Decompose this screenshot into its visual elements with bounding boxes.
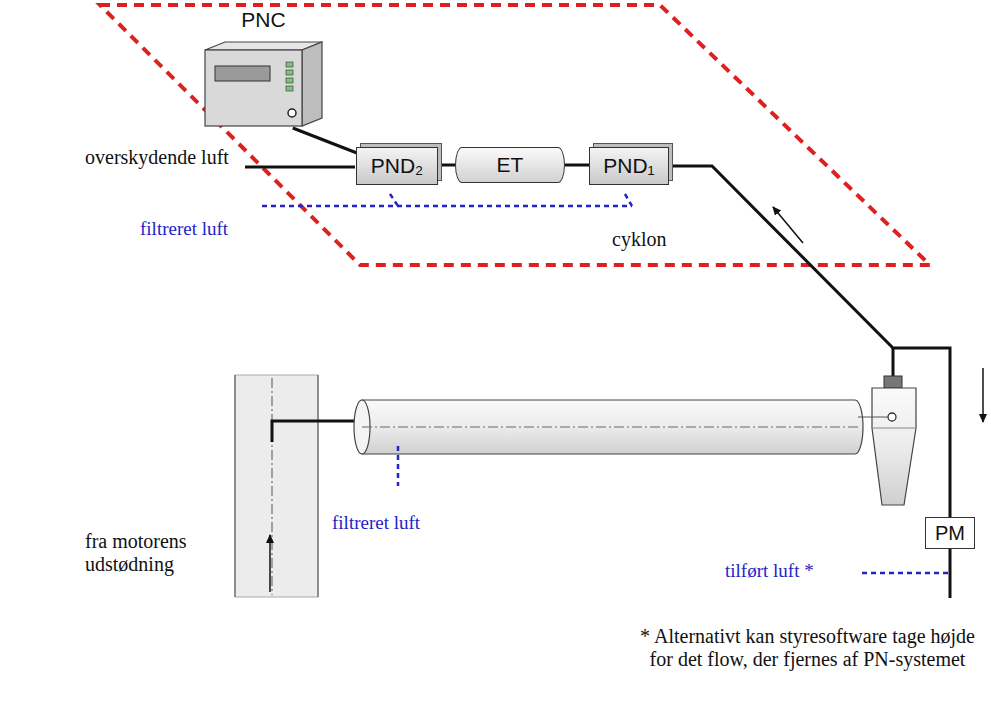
tube-line xyxy=(293,128,362,155)
tube-line xyxy=(565,164,589,167)
filtered-air-line xyxy=(262,194,632,206)
box-label: PNC xyxy=(241,8,285,32)
cyclone xyxy=(858,348,916,505)
pm-box: PM xyxy=(925,517,975,549)
pn-region xyxy=(100,5,930,265)
filtered-air-line xyxy=(397,446,400,486)
flow-arrow xyxy=(982,368,984,422)
pnd-box: PND₁ xyxy=(589,147,669,185)
pnc-box: PNC xyxy=(205,8,322,128)
footnote: * Alternativt kan styresoftware tage høj… xyxy=(630,625,985,671)
supply-air-line xyxy=(862,572,948,575)
excess-air-label: overskydende luft xyxy=(85,146,255,169)
box-label: PND₂ xyxy=(371,154,424,178)
tube-line xyxy=(438,164,455,167)
filtered-air-label: filtreret luft xyxy=(140,218,280,240)
box-label: PND₁ xyxy=(603,154,654,178)
box-label: ET xyxy=(497,153,524,177)
exhaust-pipe xyxy=(235,375,357,597)
tube-line xyxy=(669,166,950,517)
cyclone-label: cyklon xyxy=(612,228,702,251)
box-label: PM xyxy=(935,522,965,545)
supply-air-label: tilført luft * xyxy=(725,560,855,582)
filtered-air-label: filtreret luft xyxy=(332,512,472,534)
dilution-tunnel xyxy=(354,400,863,454)
exhaust-label: fra motorens udstødning xyxy=(85,530,225,576)
pnc-instrument xyxy=(205,42,322,126)
flow-arrow xyxy=(773,207,803,243)
excess-air-line xyxy=(245,166,355,169)
exit-line xyxy=(949,549,952,598)
pnd-box: PND₂ xyxy=(356,147,438,185)
et-tube: ET xyxy=(455,147,565,183)
